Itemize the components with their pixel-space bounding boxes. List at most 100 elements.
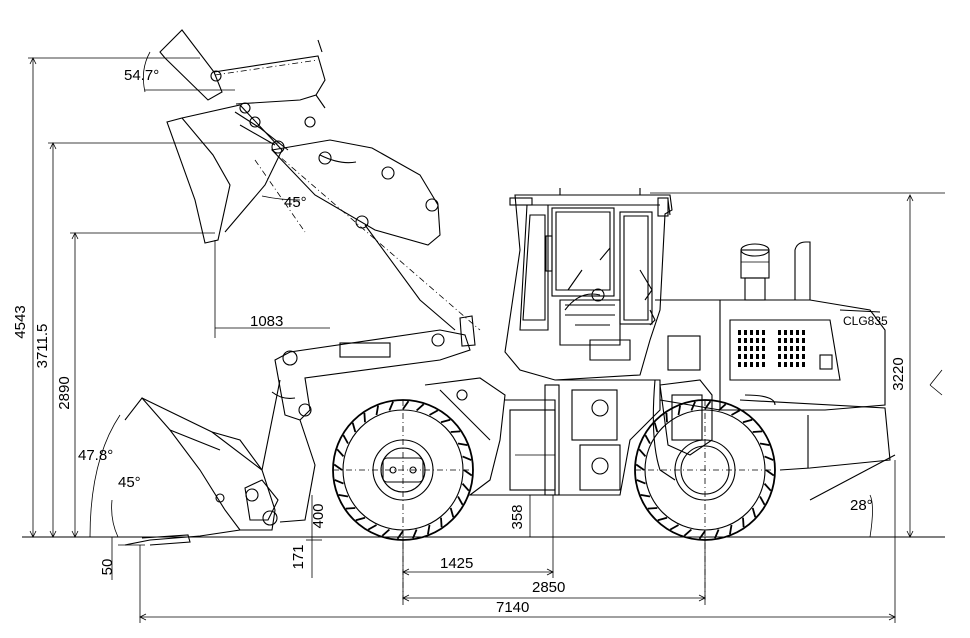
dim-bucket-low: 171 (290, 544, 307, 569)
tread-block (449, 507, 455, 518)
tread-block (742, 517, 745, 528)
vent-slot (756, 346, 759, 351)
vent-slot (744, 362, 747, 367)
tread-block (440, 517, 443, 528)
vent-slot (778, 354, 781, 359)
tread-block (677, 405, 681, 416)
tread-block (396, 530, 404, 540)
vent-slot (778, 362, 781, 367)
vent-slot (796, 346, 799, 351)
vent-slot (744, 354, 747, 359)
tread-block (334, 479, 344, 485)
tread-block (457, 442, 468, 446)
tread-block (363, 412, 366, 423)
vent-slot (738, 330, 741, 335)
tread-block (698, 530, 706, 540)
vent-slot (750, 346, 753, 351)
front-wheel (332, 399, 474, 600)
tread-block (416, 403, 425, 412)
height-dimensions (28, 57, 280, 538)
vent-slot (744, 346, 747, 351)
dim-cab-height: 3220 (890, 357, 907, 390)
dim-bucket-pin-low: 400 (310, 503, 327, 528)
right-dimensions (650, 192, 945, 538)
vent-slot (790, 354, 793, 359)
air-cleaner (740, 243, 770, 301)
tread-block (683, 528, 692, 537)
tread-block (336, 448, 345, 457)
vent-slot (778, 330, 781, 335)
vent-slot (756, 338, 759, 343)
tread-block (342, 434, 349, 444)
dim-overall-length: 7140 (496, 599, 529, 616)
vent-slot (756, 330, 759, 335)
vent-slot (738, 338, 741, 343)
exhaust-pipe (794, 241, 811, 300)
tread-block (463, 469, 473, 477)
tread-block (388, 401, 394, 411)
tread-block (765, 469, 775, 477)
vent-slot (762, 354, 765, 359)
tread-block (345, 507, 356, 510)
tread-block (402, 400, 410, 410)
vent-slot (796, 354, 799, 359)
vent-slot (738, 354, 741, 359)
vent-slot (802, 362, 805, 367)
dump-bucket (166, 104, 330, 338)
vent-slot (790, 362, 793, 367)
tread-block (714, 529, 720, 539)
vent-slot (796, 330, 799, 335)
vent-slot (744, 330, 747, 335)
tread-block (640, 494, 651, 498)
tread-block (644, 434, 651, 444)
vent-slot (784, 330, 787, 335)
engine-hood (655, 299, 886, 411)
raised-bucket-top (142, 29, 326, 128)
tread-block (367, 524, 377, 531)
tread-block (461, 483, 470, 492)
vent-slot (738, 362, 741, 367)
tread-block (638, 448, 647, 457)
dim-dump-height: 2890 (56, 376, 73, 409)
vent-slot (750, 354, 753, 359)
vent-slot (784, 362, 787, 367)
tread-block (759, 496, 766, 506)
dim-half-wheelbase: 1425 (440, 555, 473, 572)
tread-block (440, 418, 451, 424)
vent-slot (802, 354, 805, 359)
vent-slot (756, 362, 759, 367)
dim-overall-height: 4543 (12, 305, 29, 338)
tread-block (338, 494, 349, 498)
length-dimensions (139, 460, 896, 623)
vent-slot (762, 346, 765, 351)
tread-block (729, 524, 733, 535)
tread-block (333, 463, 343, 471)
tread-block (742, 418, 753, 424)
angle-rollback-carry: 47.8° (78, 447, 113, 464)
tread-block (752, 430, 763, 433)
tread-block (690, 401, 696, 411)
tread-block (381, 528, 390, 537)
tread-block (450, 430, 461, 433)
lowered-bucket (89, 397, 279, 580)
cab (504, 188, 673, 381)
vent-slot (784, 346, 787, 351)
tread-block (635, 463, 645, 471)
tread-block (763, 483, 772, 492)
vent-slot (796, 362, 799, 367)
cab-badge: CLG835 (843, 314, 888, 328)
angle-dump: 45° (284, 194, 307, 211)
tread-block (636, 479, 646, 485)
vent-slot (802, 330, 805, 335)
tread-block (375, 405, 379, 416)
tread-block (412, 529, 418, 539)
vent-slot (738, 346, 741, 351)
vent-slot (778, 346, 781, 351)
front-frame (424, 377, 560, 496)
vent-slot (750, 362, 753, 367)
vent-slot (790, 338, 793, 343)
vent-slot (750, 338, 753, 343)
vent-slot (790, 346, 793, 351)
angle-rollback-top: 54.7° (124, 67, 159, 84)
